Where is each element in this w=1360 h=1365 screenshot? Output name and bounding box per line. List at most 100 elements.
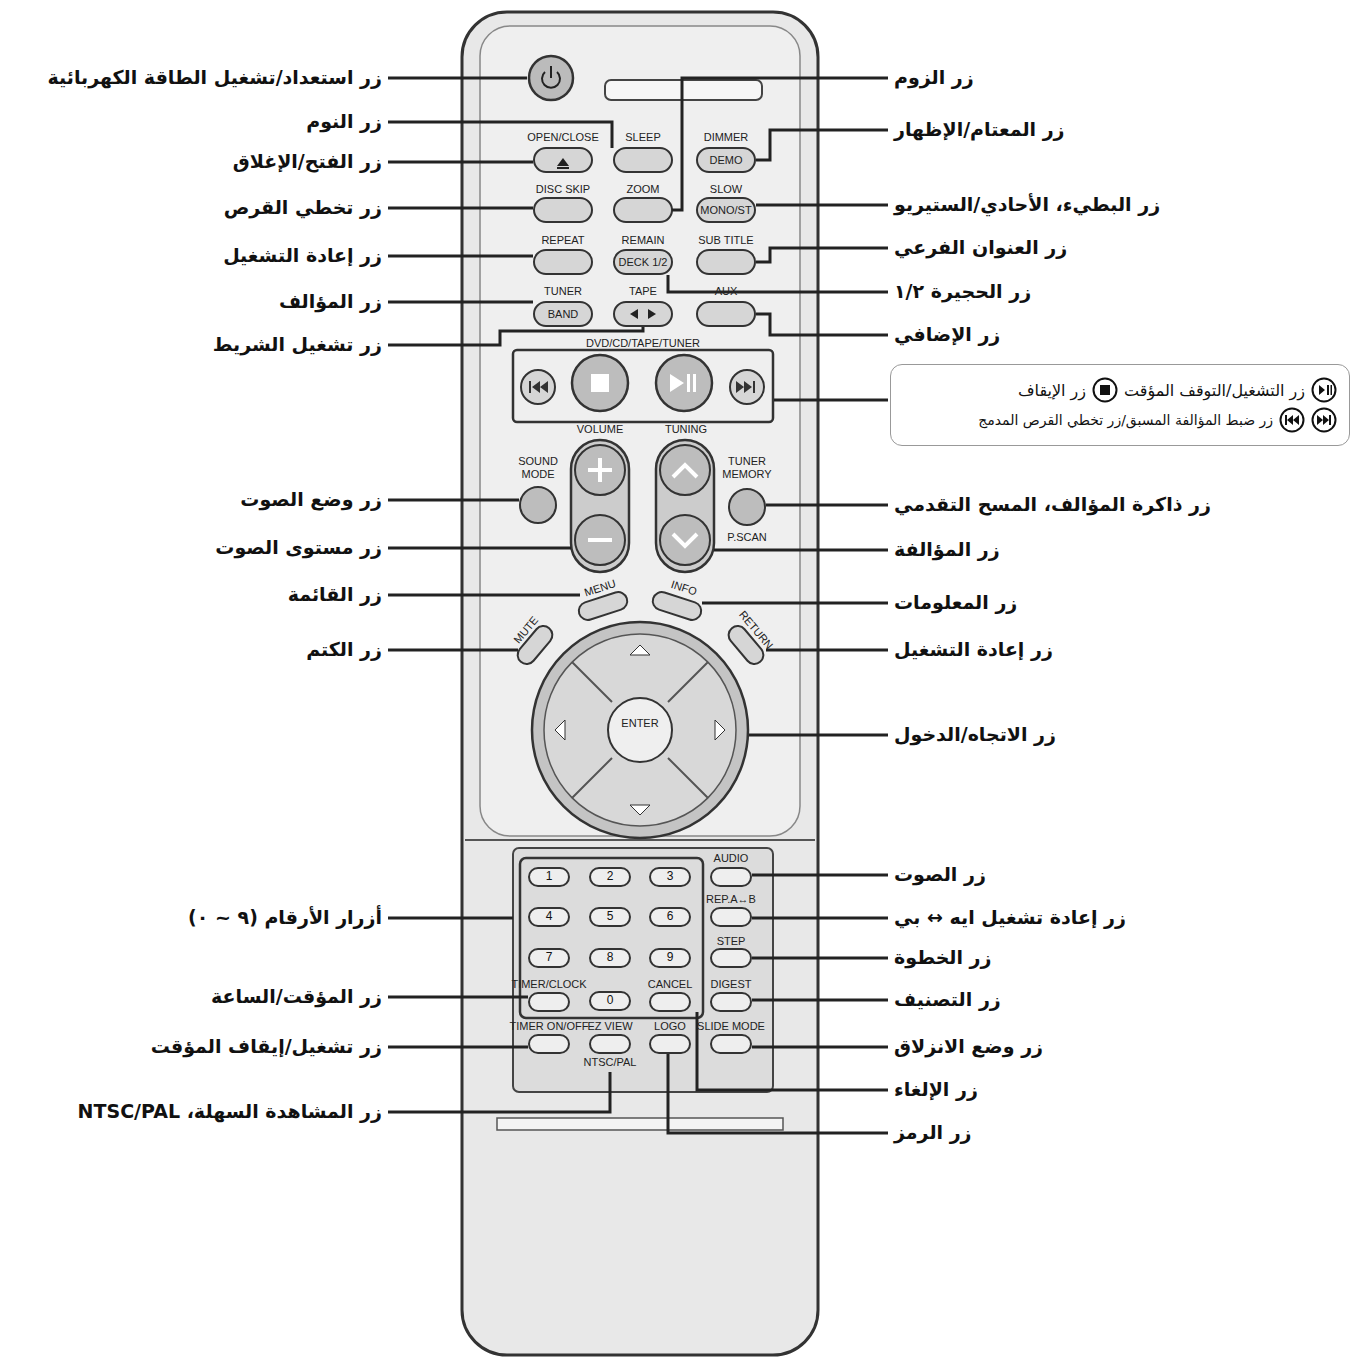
button-label: ZOOM [627, 183, 660, 196]
callout-label: زر العنوان الفرعي [894, 237, 1067, 259]
callout-label: زر المعتام/الإظهار [894, 119, 1065, 141]
leader-lines [697, 1012, 888, 1090]
leader-lines [388, 1046, 528, 1049]
button-label: MONO/ST [700, 204, 751, 217]
number-pad [711, 868, 751, 886]
digit-label: 1 [546, 870, 553, 884]
button-symbols [557, 158, 569, 166]
leader-lines [388, 207, 533, 210]
transport-panel [656, 355, 712, 411]
leader-lines [752, 874, 888, 877]
button-symbols [630, 309, 638, 319]
number-pad [650, 908, 690, 926]
digit-label: 3 [667, 870, 674, 884]
callout-row: زر ضبط المؤالفة المسبق/زر تخطي القرص الم… [903, 407, 1337, 433]
leader-lines [752, 917, 888, 920]
transport-panel [736, 381, 752, 393]
volume-tuning-rockers [660, 445, 710, 495]
leader-lines [714, 549, 888, 552]
top-buttons [534, 250, 592, 274]
number-pad [529, 908, 569, 926]
callout-label: زر وضع الصوت [240, 489, 382, 511]
callout-label: زر تشغيل/إيقاف المؤقت [151, 1036, 382, 1058]
volume-tuning-rockers [673, 465, 697, 546]
volume-tuning-rockers [571, 440, 629, 572]
leader-lines [774, 399, 888, 402]
top-buttons [697, 302, 755, 326]
leader-lines [388, 1072, 610, 1112]
number-pad [590, 908, 630, 926]
button-icon [1094, 379, 1117, 402]
leader-lines [756, 204, 888, 207]
leader-lines [388, 301, 533, 304]
top-buttons [534, 198, 592, 222]
callout-text: زر الإيقاف [1018, 381, 1086, 400]
digit-label: 6 [667, 910, 674, 924]
leader-lines [388, 547, 571, 550]
number-pad [650, 868, 690, 886]
button-label: TAPE [629, 285, 657, 298]
leader-lines [756, 248, 888, 262]
callout-label: زر المعلومات [894, 592, 1017, 614]
button-label: DEMO [710, 154, 743, 167]
leader-lines [388, 161, 533, 164]
button-label: TUNING [665, 423, 707, 436]
button-icon [1281, 409, 1304, 432]
top-buttons [697, 250, 755, 274]
leader-lines [702, 602, 888, 605]
callout-label: زر إعادة تشغيل ايه ↔ بي [894, 907, 1126, 929]
direction-pad [555, 645, 725, 815]
callout-label: زر ذاكرة المؤالف، المسح التقدمي [894, 494, 1211, 516]
button-label: REPEAT [541, 234, 584, 247]
volume-tuning-rockers [588, 458, 612, 540]
button-label: AUX [715, 285, 738, 298]
digit-label: 7 [546, 951, 553, 965]
button-label: SLOW [710, 183, 742, 196]
power-button [529, 56, 573, 100]
top-buttons [697, 148, 755, 172]
remote-body [462, 12, 818, 1355]
callout-row: زر التشغيل/التوقف المؤقتزر الإيقاف [903, 377, 1337, 403]
button-label: P.SCAN [727, 531, 767, 544]
button-icon [1317, 415, 1331, 425]
number-pad [513, 848, 773, 1092]
number-pad [520, 858, 703, 1018]
callout-label: زر الإلغاء [894, 1079, 978, 1101]
transport-panel [572, 355, 628, 411]
callout-label: زر الرمز [894, 1122, 972, 1144]
button-label: EZ VIEW [587, 1020, 632, 1033]
remote-body [462, 12, 818, 1355]
digit-label: 2 [607, 870, 614, 884]
transport-panel [532, 381, 548, 393]
leader-lines [668, 275, 888, 292]
leader-lines [756, 314, 888, 335]
button-icon [1319, 385, 1332, 395]
button-label: TUNER MEMORY [722, 455, 772, 480]
button-label: NTSC/PAL [584, 1056, 637, 1069]
button-icon [1313, 409, 1336, 432]
button-label: SLEEP [625, 131, 660, 144]
number-pad [650, 1035, 690, 1053]
button-label: DECK 1/2 [619, 256, 668, 269]
button-icon [1100, 385, 1110, 395]
transport-panel [521, 370, 555, 404]
leader-lines [766, 504, 888, 507]
top-buttons [614, 148, 672, 172]
direction-pad [532, 622, 748, 838]
callout-text: زر ضبط المؤالفة المسبق/زر تخطي القرص الم… [978, 412, 1273, 428]
callout-label: زر القائمة [288, 584, 382, 606]
leader-lines [672, 78, 888, 210]
callout-label: زر الإضافي [894, 324, 1000, 346]
button-icon [1313, 379, 1336, 402]
callout-label: زر تشغيل الشريط [213, 334, 382, 356]
transport-panel [670, 374, 684, 392]
top-buttons [697, 198, 755, 222]
callout-label: زر النوم [306, 111, 382, 133]
callout-label: زر الصوت [894, 864, 986, 886]
top-buttons [534, 302, 592, 326]
button-label: ENTER [621, 717, 658, 730]
callout-label: زر المؤالفة [894, 539, 1000, 561]
callout-label: زر إعادة التشغيل [223, 245, 382, 267]
callout-label: زر الزوم [894, 67, 974, 89]
